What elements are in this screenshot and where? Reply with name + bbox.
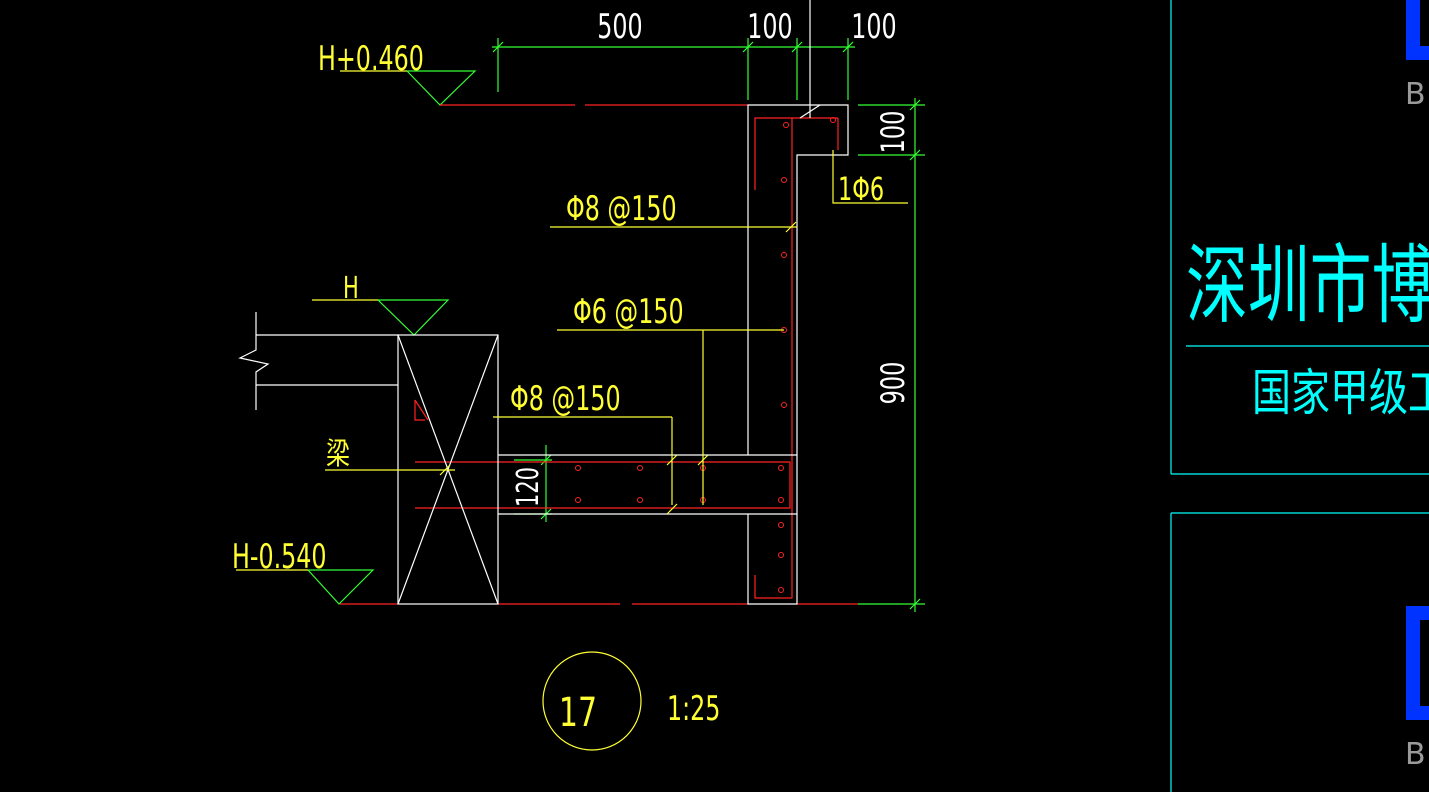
leader-lines [236,70,908,751]
detail-scale: 1:25 [667,689,720,728]
dim-slab-120: 120 [511,467,546,507]
dim-top-100-b: 100 [851,7,896,46]
concrete-outline [238,0,849,605]
dim-top-100-a: 100 [747,7,792,46]
rebar-label-phi8-slab: Φ8 @150 [510,379,621,418]
dim-right-100: 100 [874,111,912,154]
dimension-lines [307,38,925,612]
logo-block-top-inner [1420,0,1429,46]
level-top-label: H+0.460 [318,39,424,78]
rebar-and-level-lines [340,104,858,605]
company-name: 深圳市博万 [1186,235,1429,336]
level-bottom-label: H-0.540 [232,537,327,576]
rebar-label-phi6: Φ6 @150 [573,292,684,331]
detail-number: 17 [559,690,597,736]
level-mid-label: H [343,271,359,306]
dim-right-900: 900 [874,362,912,405]
company-subtitle: 国家甲级工 [1252,363,1429,422]
rebar-label-phi8-wall: Φ8 @150 [566,189,677,228]
title-block-frame [1170,0,1429,792]
rebar-label-1phi6: 1Φ6 [838,170,884,208]
logo-letter-top: B [1405,77,1426,112]
dim-top-500: 500 [597,7,642,46]
logo-block-bottom-inner [1420,620,1429,706]
logo-letter-bottom: B [1405,737,1426,772]
beam-label: 梁 [326,437,350,471]
